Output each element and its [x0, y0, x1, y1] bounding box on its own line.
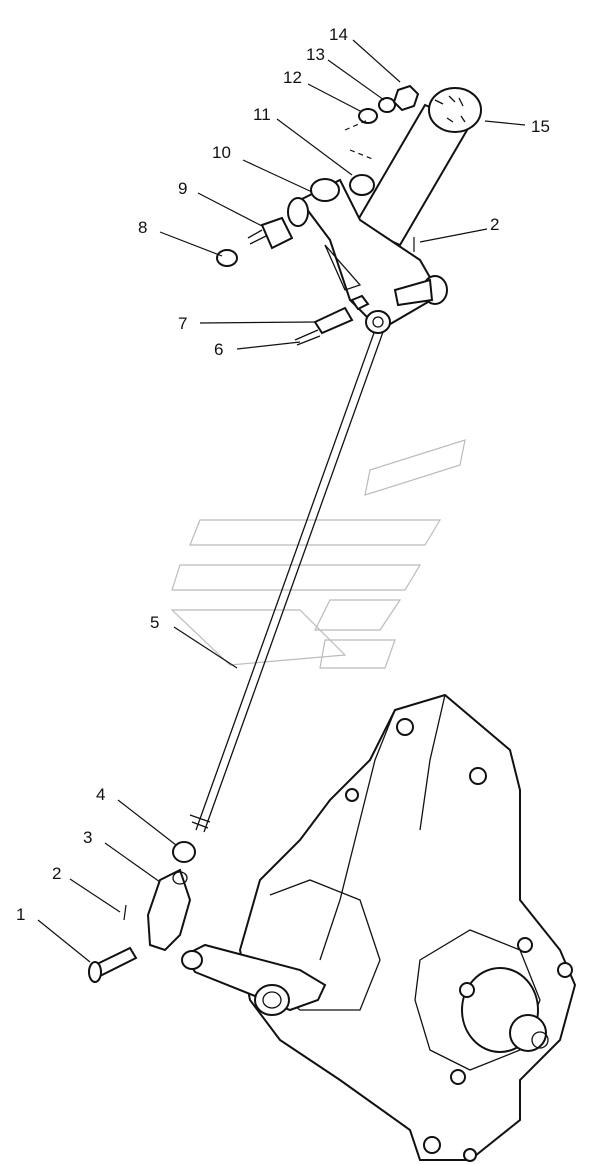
callout-2-lower: 2 — [52, 864, 61, 883]
callout-10: 10 — [212, 143, 231, 162]
callout-15: 15 — [531, 117, 550, 136]
bushing — [349, 174, 375, 196]
lever-knob — [428, 87, 482, 133]
lower-linkage — [88, 841, 196, 983]
callout-14: 14 — [329, 25, 348, 44]
spring-washer-upper — [378, 97, 396, 113]
gearbox-housing — [181, 693, 577, 1162]
callout-6: 6 — [214, 340, 223, 359]
callout-9: 9 — [178, 179, 187, 198]
callout-labels: 1 2 3 4 5 6 7 8 9 10 11 12 13 14 15 2 — [16, 25, 550, 924]
washer — [358, 108, 378, 124]
cotter-pin-lower — [123, 904, 127, 921]
control-rod — [189, 329, 384, 833]
callout-2-upper: 2 — [490, 215, 499, 234]
callout-12: 12 — [283, 68, 302, 87]
callout-1: 1 — [16, 905, 25, 924]
bolt — [313, 306, 354, 335]
leader-lines — [37, 39, 526, 963]
watermark-logo — [170, 439, 466, 669]
callout-7: 7 — [178, 314, 187, 333]
nut — [392, 84, 420, 112]
spring-washer — [216, 249, 238, 267]
callout-4: 4 — [96, 785, 105, 804]
callout-5: 5 — [150, 613, 159, 632]
lock-nut-lower — [172, 841, 196, 863]
callout-13: 13 — [306, 45, 325, 64]
callout-3: 3 — [83, 828, 92, 847]
adjusting-nut — [260, 216, 294, 250]
callout-8: 8 — [138, 218, 147, 237]
lever-assembly — [216, 84, 482, 346]
clevis-fork — [146, 868, 192, 952]
callout-11: 11 — [253, 105, 271, 124]
